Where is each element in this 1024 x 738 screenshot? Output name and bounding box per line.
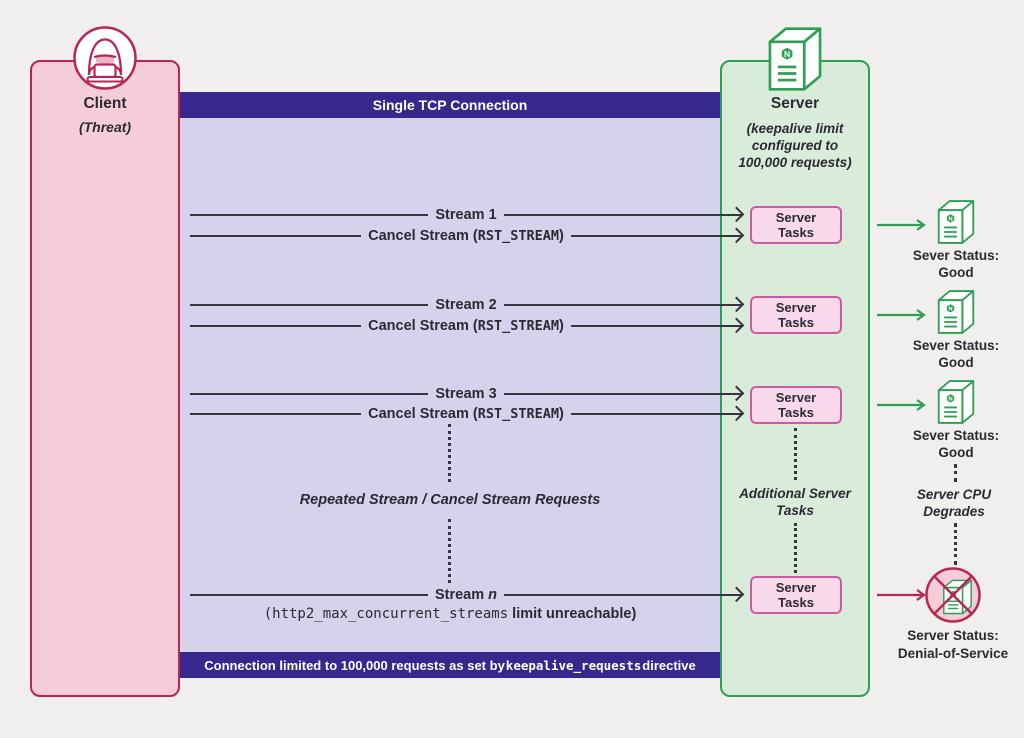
status-good-label: Sever Status:Good [912, 338, 1000, 370]
arrow-line [570, 413, 743, 415]
arrowhead-icon [728, 405, 745, 422]
server-status-icon [936, 199, 976, 245]
arrow-line [503, 304, 743, 306]
arrow-line [190, 393, 429, 395]
server-tasks-label: Server Tasks [775, 580, 817, 610]
server-tasks-box: Server Tasks [750, 206, 842, 244]
server-tasks-box: Server Tasks [750, 296, 842, 334]
dotted-line [448, 424, 451, 482]
additional-tasks-note: Additional Server Tasks [739, 486, 851, 518]
status-good-label: Sever Status:Good [912, 248, 1000, 280]
green-arrow-icon [877, 309, 926, 321]
server-title: Server [770, 95, 820, 112]
arrowhead-icon [728, 227, 745, 244]
server-status-icon [936, 289, 976, 335]
green-arrow-icon [877, 219, 926, 231]
client-subtitle: (Threat) [78, 119, 132, 135]
stream-3-arrow: Stream 3 [190, 384, 745, 404]
server-tasks-label: Server Tasks [775, 390, 817, 420]
dotted-line [954, 464, 957, 482]
cancel-label: Cancel Stream (RST_STREAM) [368, 228, 564, 244]
nginx-server-icon [766, 26, 824, 92]
client-box [30, 60, 180, 697]
server-tasks-label: Server Tasks [775, 210, 817, 240]
cancel-stream-3-arrow: Cancel Stream (RST_STREAM) [190, 404, 745, 424]
arrow-line [190, 413, 362, 415]
cancel-stream-2-arrow: Cancel Stream (RST_STREAM) [190, 316, 745, 336]
footer-text-suffix: directive [642, 657, 696, 673]
stream-n-label: Stream n [434, 587, 498, 603]
stream-1-arrow: Stream 1 [190, 205, 745, 225]
footer-text: Connection limited to 100,000 requests a… [204, 657, 505, 673]
repeat-note: Repeated Stream / Cancel Stream Requests [299, 492, 601, 508]
stream-n-arrow: Stream n [190, 585, 745, 605]
arrow-line [190, 235, 362, 237]
server-tasks-label: Server Tasks [775, 300, 817, 330]
arrowhead-icon [728, 206, 745, 223]
arrow-line [190, 325, 362, 327]
arrow-line [504, 594, 742, 596]
dotted-line [448, 519, 451, 583]
server-tasks-box: Server Tasks [750, 386, 842, 424]
arrowhead-icon [728, 317, 745, 334]
stream-label: Stream 3 [435, 386, 497, 402]
cancel-label: Cancel Stream (RST_STREAM) [368, 318, 564, 334]
tcp-connection-header: Single TCP Connection [180, 92, 720, 118]
dotted-line [954, 523, 957, 565]
green-arrow-icon [877, 399, 926, 411]
arrowhead-icon [728, 586, 745, 603]
dotted-line [794, 428, 797, 480]
stream-label: Stream 2 [435, 297, 497, 313]
server-tasks-box: Server Tasks [750, 576, 842, 614]
stream-2-arrow: Stream 2 [190, 295, 745, 315]
arrow-line [190, 214, 429, 216]
cancel-stream-1-arrow: Cancel Stream (RST_STREAM) [190, 226, 745, 246]
dos-server-icon [925, 567, 981, 623]
arrow-line [503, 214, 743, 216]
red-arrow-icon [877, 589, 926, 601]
tcp-connection-footer: Connection limited to 100,000 requests a… [180, 652, 720, 678]
server-status-icon [936, 379, 976, 425]
stream-n-caption: (http2_max_concurrent_streams limit unre… [263, 606, 637, 622]
hacker-icon [73, 26, 137, 90]
dotted-line [794, 523, 797, 573]
cpu-degrades-note: Server CPU Degrades [916, 487, 992, 519]
arrowhead-icon [728, 385, 745, 402]
arrow-line [190, 594, 428, 596]
footer-code: keepalive_requests [505, 657, 642, 673]
stream-label: Stream 1 [435, 207, 497, 223]
arrow-line [570, 235, 743, 237]
status-dos-label: Server Status:Denial-of-Service [897, 628, 1009, 661]
cancel-label: Cancel Stream (RST_STREAM) [368, 406, 564, 422]
client-title: Client [83, 95, 127, 112]
status-good-label: Sever Status:Good [912, 428, 1000, 460]
arrow-line [503, 393, 743, 395]
server-subtitle: (keepalive limit configured to 100,000 r… [738, 121, 852, 170]
arrow-line [190, 304, 429, 306]
arrow-line [570, 325, 743, 327]
arrowhead-icon [728, 296, 745, 313]
